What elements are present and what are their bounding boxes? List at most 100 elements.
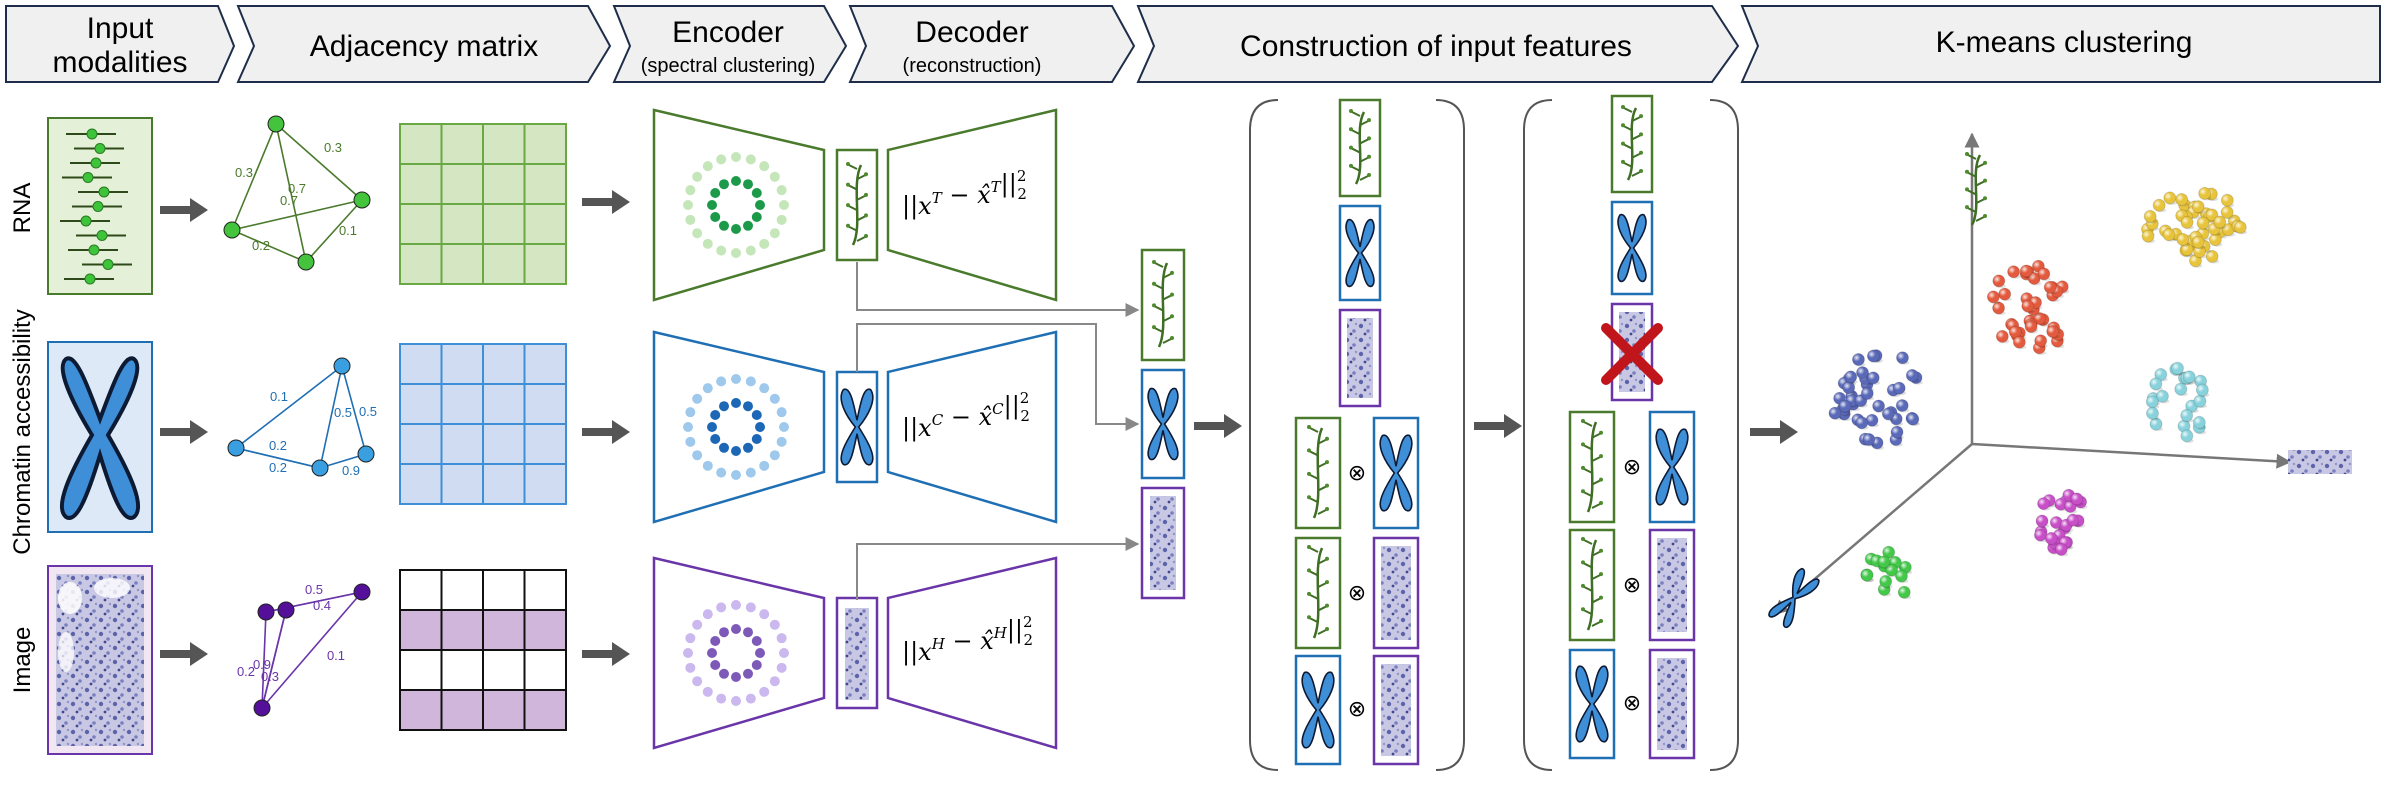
graph-node — [353, 191, 371, 209]
chromosome-icon — [59, 356, 141, 520]
vine-bud — [1152, 281, 1156, 286]
vine-bud — [1621, 159, 1625, 164]
vine-leaf — [1317, 438, 1327, 445]
vine-leaf — [1309, 497, 1319, 504]
cluster-highlight — [2213, 215, 2226, 228]
vine-bud — [1349, 163, 1353, 168]
vine-bud — [864, 192, 868, 197]
rna-adjacency-matrix — [399, 123, 567, 285]
matrix-cell — [399, 243, 443, 285]
latent-connectors — [856, 262, 1140, 600]
cluster-highlight — [2045, 532, 2058, 545]
stage-title-kmeans: K-means clustering — [1936, 26, 2193, 59]
tissue-glyph — [1657, 658, 1687, 750]
vine-bud — [1581, 607, 1585, 612]
stage-subtitle-decoder: (reconstruction) — [903, 55, 1042, 77]
vine-bud — [1307, 545, 1311, 549]
vine-leaf — [1309, 593, 1319, 600]
graph-edge — [319, 365, 343, 469]
cluster-highlight — [1842, 381, 1855, 394]
encoder-trapezoid — [652, 108, 826, 302]
vine-leaf — [1351, 129, 1361, 136]
vine-leaf — [1583, 421, 1593, 427]
cluster-highlight — [2193, 245, 2206, 258]
edge-weight-label: 0.3 — [261, 669, 279, 684]
cluster-highlight — [1882, 407, 1895, 420]
vine-leaf — [1967, 207, 1977, 214]
vine-bud — [1367, 136, 1371, 141]
vine-stem — [1586, 421, 1598, 513]
cluster-highlight — [2181, 243, 2194, 256]
vine-bud — [1599, 595, 1603, 600]
vine-bud — [1965, 205, 1969, 210]
vine-bud — [1599, 430, 1603, 435]
vine-bud — [1621, 105, 1625, 109]
edge-weight-label: 0.5 — [334, 405, 352, 420]
embedding-dot — [685, 185, 696, 196]
row-label-image: Image — [9, 627, 36, 694]
cluster-highlight — [2209, 233, 2222, 246]
embedding-dot — [707, 648, 717, 658]
embedding-dot — [769, 228, 780, 239]
chromatin-input-panel — [47, 341, 153, 533]
loss-term: C — [932, 411, 944, 429]
embedding-dot — [685, 662, 696, 673]
embedding-dot — [692, 393, 703, 404]
vine-bud — [1152, 260, 1156, 264]
matrix-cell — [440, 343, 484, 385]
embedding-dot — [743, 220, 753, 231]
cluster-highlight — [1896, 399, 1909, 412]
vine-leaf — [1967, 154, 1977, 160]
embedding-dot — [702, 238, 713, 249]
vine-leaf — [1351, 111, 1361, 117]
vine-leaf — [1309, 427, 1319, 433]
cluster-highlight — [2171, 362, 2184, 375]
matrix-cell — [440, 123, 484, 165]
gene-dot — [102, 259, 114, 270]
matrix-cell — [440, 569, 484, 611]
loss-term: || — [1004, 392, 1020, 421]
vine-stem — [1354, 111, 1366, 185]
vine-leaf — [856, 194, 866, 201]
feat2-pair-rna-2 — [1568, 528, 1616, 642]
chromosome-glyph — [1301, 671, 1335, 749]
cluster-highlight — [1867, 349, 1880, 362]
vine-bud — [1170, 314, 1174, 319]
construction-brackets — [1249, 99, 1739, 771]
vine-leaf — [1583, 585, 1593, 592]
vine-leaf — [848, 184, 858, 191]
cluster-highlight — [2146, 407, 2159, 420]
cluster-highlight — [2146, 395, 2159, 408]
embedding-dot — [743, 401, 753, 412]
vine-leaf — [1583, 444, 1593, 451]
embedding-dot — [710, 660, 721, 670]
matrix-cell — [523, 163, 567, 205]
cluster-highlight — [2021, 300, 2034, 313]
cluster-highlight — [1882, 546, 1895, 559]
cluster-highlight — [2174, 383, 2187, 396]
loss-term: H — [931, 635, 946, 653]
vine-leaf — [1623, 107, 1633, 113]
stage-title-encoder: Encoder — [672, 16, 784, 49]
cluster-highlight — [1855, 416, 1868, 429]
embedding-dot — [759, 383, 770, 394]
cluster-highlight — [2142, 230, 2155, 243]
matrix-cell — [399, 383, 443, 425]
matrix-cell — [440, 163, 484, 205]
dropped-feature-cross — [1601, 323, 1663, 385]
cluster-highlight — [1877, 555, 1890, 568]
embedding-dot — [716, 245, 727, 256]
chromosome-glyph — [1617, 213, 1647, 283]
matrix-cell — [440, 689, 484, 731]
cluster-highlight — [2153, 199, 2166, 212]
gene-dot — [96, 230, 108, 241]
cluster-highlight — [1992, 302, 2005, 315]
vine-leaf — [1967, 189, 1977, 196]
loss-term: T — [932, 189, 943, 207]
matrix-cell — [399, 203, 443, 245]
vine-bud — [1599, 572, 1603, 577]
vine-bud — [1639, 132, 1643, 137]
vine-bud — [1581, 560, 1585, 565]
